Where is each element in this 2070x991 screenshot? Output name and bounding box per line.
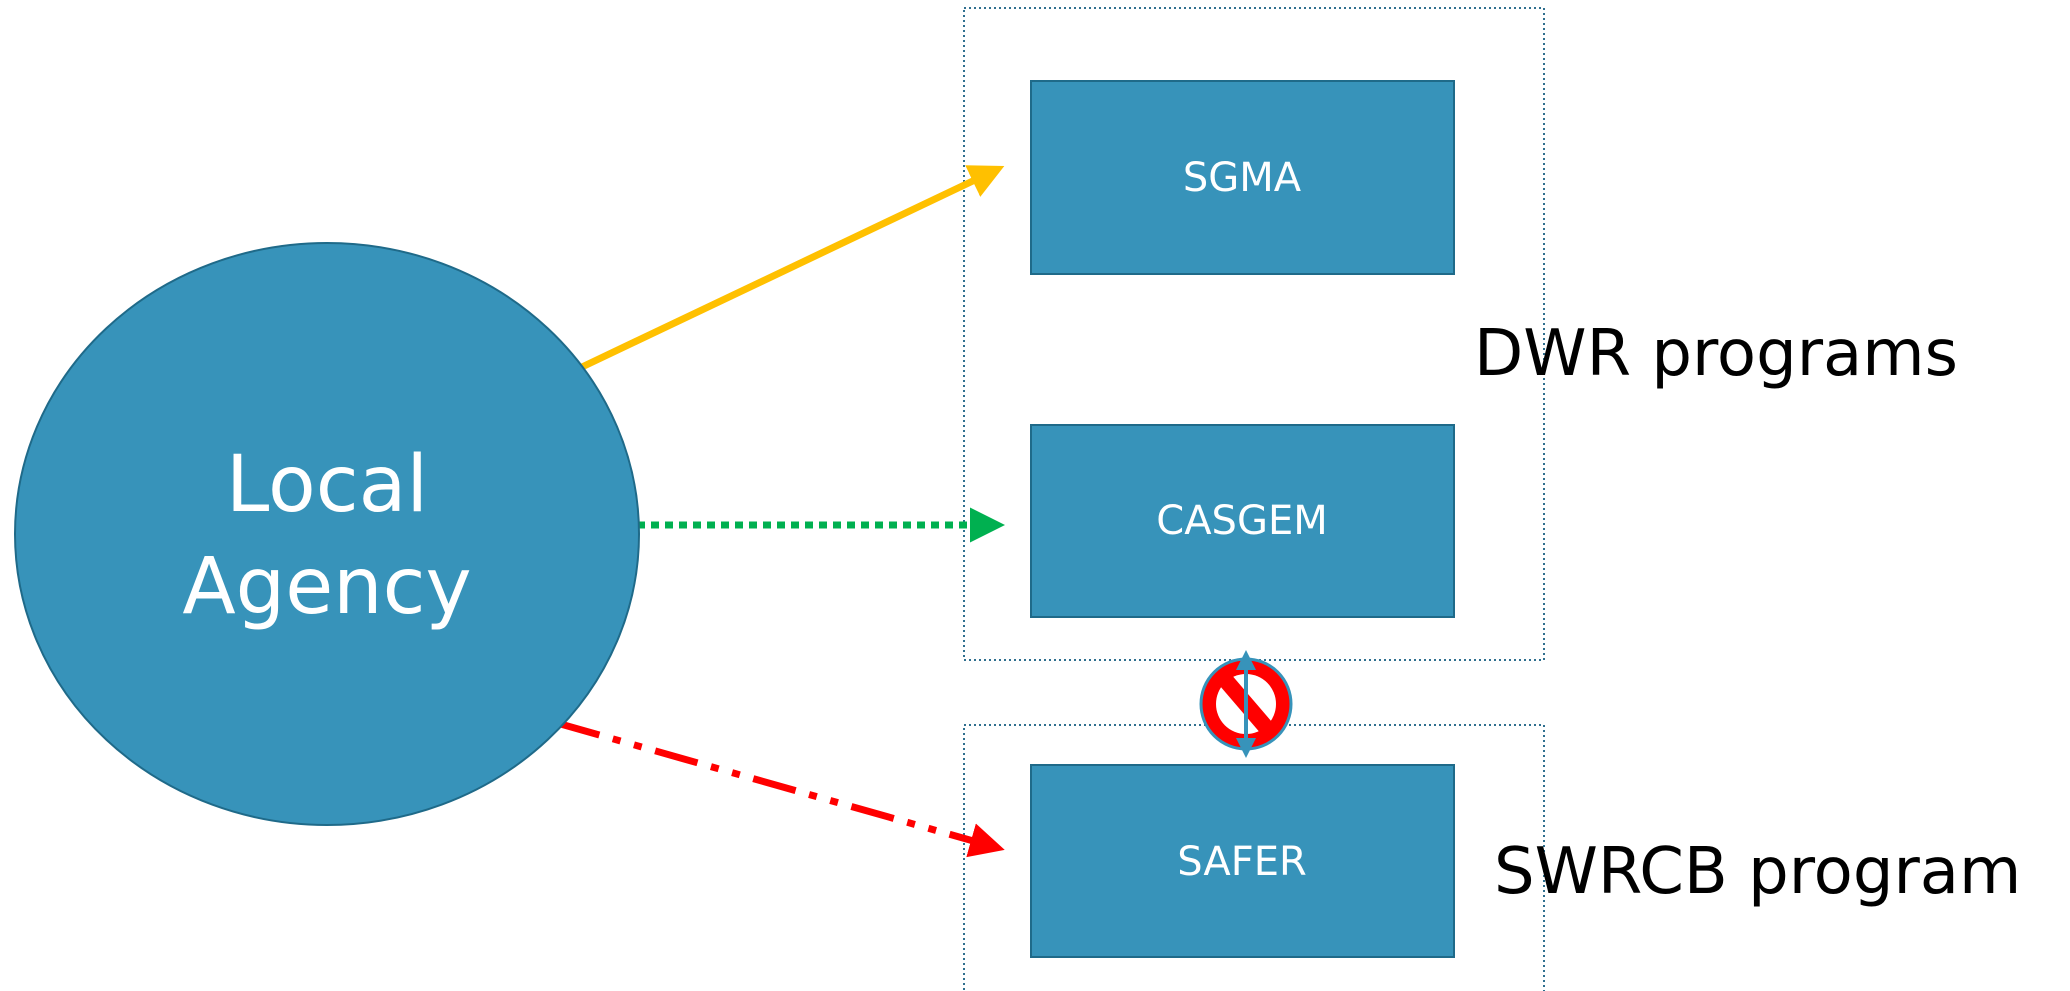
arrow-to-sgma bbox=[580, 165, 1005, 371]
local-agency-node bbox=[14, 242, 640, 826]
arrow-to-safer bbox=[556, 719, 1005, 858]
casgem-box bbox=[1030, 424, 1455, 618]
sgma-box bbox=[1030, 80, 1455, 275]
casgem-label: CASGEM bbox=[1156, 498, 1327, 544]
local-agency-label-line1: Local bbox=[226, 440, 428, 530]
safer-label: SAFER bbox=[1177, 839, 1307, 885]
local-agency-label-line2: Agency bbox=[182, 542, 471, 632]
no-entry-icon bbox=[1199, 650, 1293, 758]
safer-box bbox=[1030, 764, 1455, 958]
sgma-label: SGMA bbox=[1183, 155, 1302, 201]
swrcb-program-label: SWRCB program bbox=[1494, 835, 2021, 909]
dwr-programs-label: DWR programs bbox=[1474, 317, 1958, 391]
